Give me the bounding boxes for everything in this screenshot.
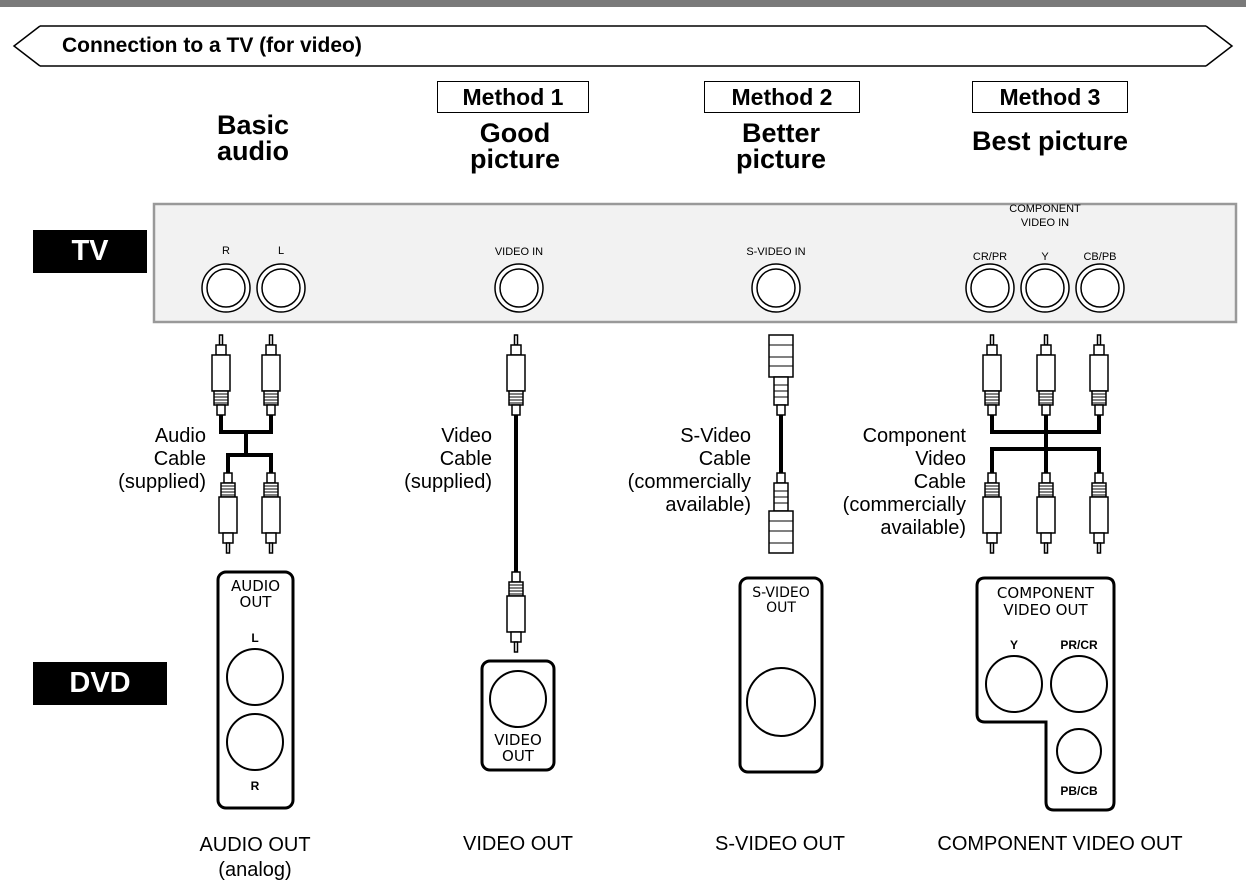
svideo-cable-line2: Cable <box>698 448 751 470</box>
svideo-cable-line3: (commercially <box>627 471 751 493</box>
svideo-cable-label: S-Video Cable (commercially available) <box>610 425 751 517</box>
video-cable <box>506 334 526 653</box>
component-cable-line3: Cable <box>913 471 966 493</box>
dvd-audio-l-label: L <box>251 631 259 645</box>
dvd-video-out-line1: VIDEO <box>494 731 542 749</box>
dvd-svideo-out-panel <box>738 576 824 774</box>
video-cable-label: Video Cable (supplied) <box>380 425 492 494</box>
tv-component-line1: COMPONENT <box>1009 203 1081 215</box>
dvd-audio-r-label: R <box>250 779 260 793</box>
component-cable-line2: Video <box>915 448 966 470</box>
dvd-component-out-label: COMPONENT VIDEO OUT <box>977 585 1114 619</box>
tv-video-in-jack <box>494 263 544 313</box>
heading-better-line1: Better <box>741 118 821 148</box>
component-cable-line4: (commercially <box>842 494 966 516</box>
audio-cable-line2: Cable <box>153 448 206 470</box>
heading-basic-line1: Basic <box>216 110 290 140</box>
audio-cable-line3: (supplied) <box>118 471 206 493</box>
dvd-pb-cb-label: PB/CB <box>1060 784 1098 798</box>
section-title: Connection to a TV (for video) <box>62 34 362 57</box>
audio-cable-label: Audio Cable (supplied) <box>100 425 206 494</box>
svideo-cable-line4: available) <box>665 494 751 516</box>
caption-svideo-out: S-VIDEO OUT <box>714 833 845 855</box>
heading-good-picture: Good picture <box>450 118 580 174</box>
audio-cable-line1: Audio <box>154 425 206 447</box>
tv-svideo-in-jack <box>751 263 801 313</box>
tv-svideo-in-label: S-VIDEO IN <box>746 246 806 258</box>
audio-cable <box>211 334 281 554</box>
tv-component-jacks <box>965 263 1125 313</box>
dvd-component-out-line1: COMPONENT <box>996 584 1095 602</box>
dvd-svideo-out-line2: OUT <box>766 600 796 616</box>
dvd-component-out-panel <box>975 576 1116 812</box>
tv-video-in-label: VIDEO IN <box>494 246 544 258</box>
heading-good-line1: Good <box>479 118 551 148</box>
tv-label: TV <box>33 230 147 273</box>
heading-basic-line2: audio <box>217 136 289 166</box>
tv-l-label: L <box>277 245 285 257</box>
tv-y-label: Y <box>1041 251 1049 263</box>
tv-r-label: R <box>222 245 230 257</box>
heading-good-line2: picture <box>469 144 561 174</box>
tv-component-line2: VIDEO IN <box>1020 217 1070 229</box>
caption-audio-line2: (analog) <box>218 859 292 881</box>
video-cable-line2: Cable <box>439 448 492 470</box>
tv-component-label: COMPONENT VIDEO IN <box>985 202 1105 230</box>
dvd-pr-cr-label: PR/CR <box>1060 638 1098 652</box>
component-cable-line1: Component <box>862 425 966 447</box>
caption-component-out: COMPONENT VIDEO OUT <box>937 833 1183 855</box>
heading-better-picture: Better picture <box>716 118 846 174</box>
component-cable <box>982 334 1109 554</box>
tv-cb-pb-label: CB/PB <box>1083 251 1117 263</box>
tv-audio-jacks <box>201 263 306 313</box>
dvd-svideo-out-line1: S-VIDEO <box>752 585 810 601</box>
svideo-cable-line1: S-Video <box>680 425 751 447</box>
method-2-badge: Method 2 <box>704 81 860 113</box>
video-cable-line1: Video <box>441 425 492 447</box>
heading-best-picture: Best picture <box>971 126 1129 156</box>
dvd-audio-out-line1: AUDIO <box>230 577 281 595</box>
caption-audio-line1: AUDIO OUT <box>199 834 311 856</box>
component-cable-line5: available) <box>880 517 966 539</box>
heading-basic-audio: Basic audio <box>188 110 318 166</box>
section-title-banner <box>12 25 1234 67</box>
caption-audio-out: AUDIO OUT (analog) <box>160 833 350 883</box>
method-1-badge: Method 1 <box>437 81 589 113</box>
dvd-video-out-label: VIDEO OUT <box>482 732 554 764</box>
video-cable-line3: (supplied) <box>404 471 492 493</box>
dvd-y-label: Y <box>1009 638 1018 652</box>
dvd-component-out-line2: VIDEO OUT <box>1003 601 1088 619</box>
dvd-video-out-panel <box>480 659 556 772</box>
top-rule <box>0 0 1246 7</box>
method-3-badge: Method 3 <box>972 81 1128 113</box>
dvd-video-out-line2: OUT <box>502 747 534 765</box>
tv-cr-pr-label: CR/PR <box>972 251 1008 263</box>
caption-video-out: VIDEO OUT <box>462 833 573 855</box>
dvd-audio-out-panel <box>216 570 295 810</box>
dvd-audio-out-label: AUDIO OUT <box>218 578 293 610</box>
component-cable-label: Component Video Cable (commercially avai… <box>820 425 966 540</box>
dvd-svideo-out-label: S-VIDEO OUT <box>740 586 822 616</box>
svideo-cable <box>768 334 794 554</box>
dvd-audio-out-line2: OUT <box>239 593 272 611</box>
dvd-label: DVD <box>33 662 167 705</box>
heading-better-line2: picture <box>735 144 827 174</box>
